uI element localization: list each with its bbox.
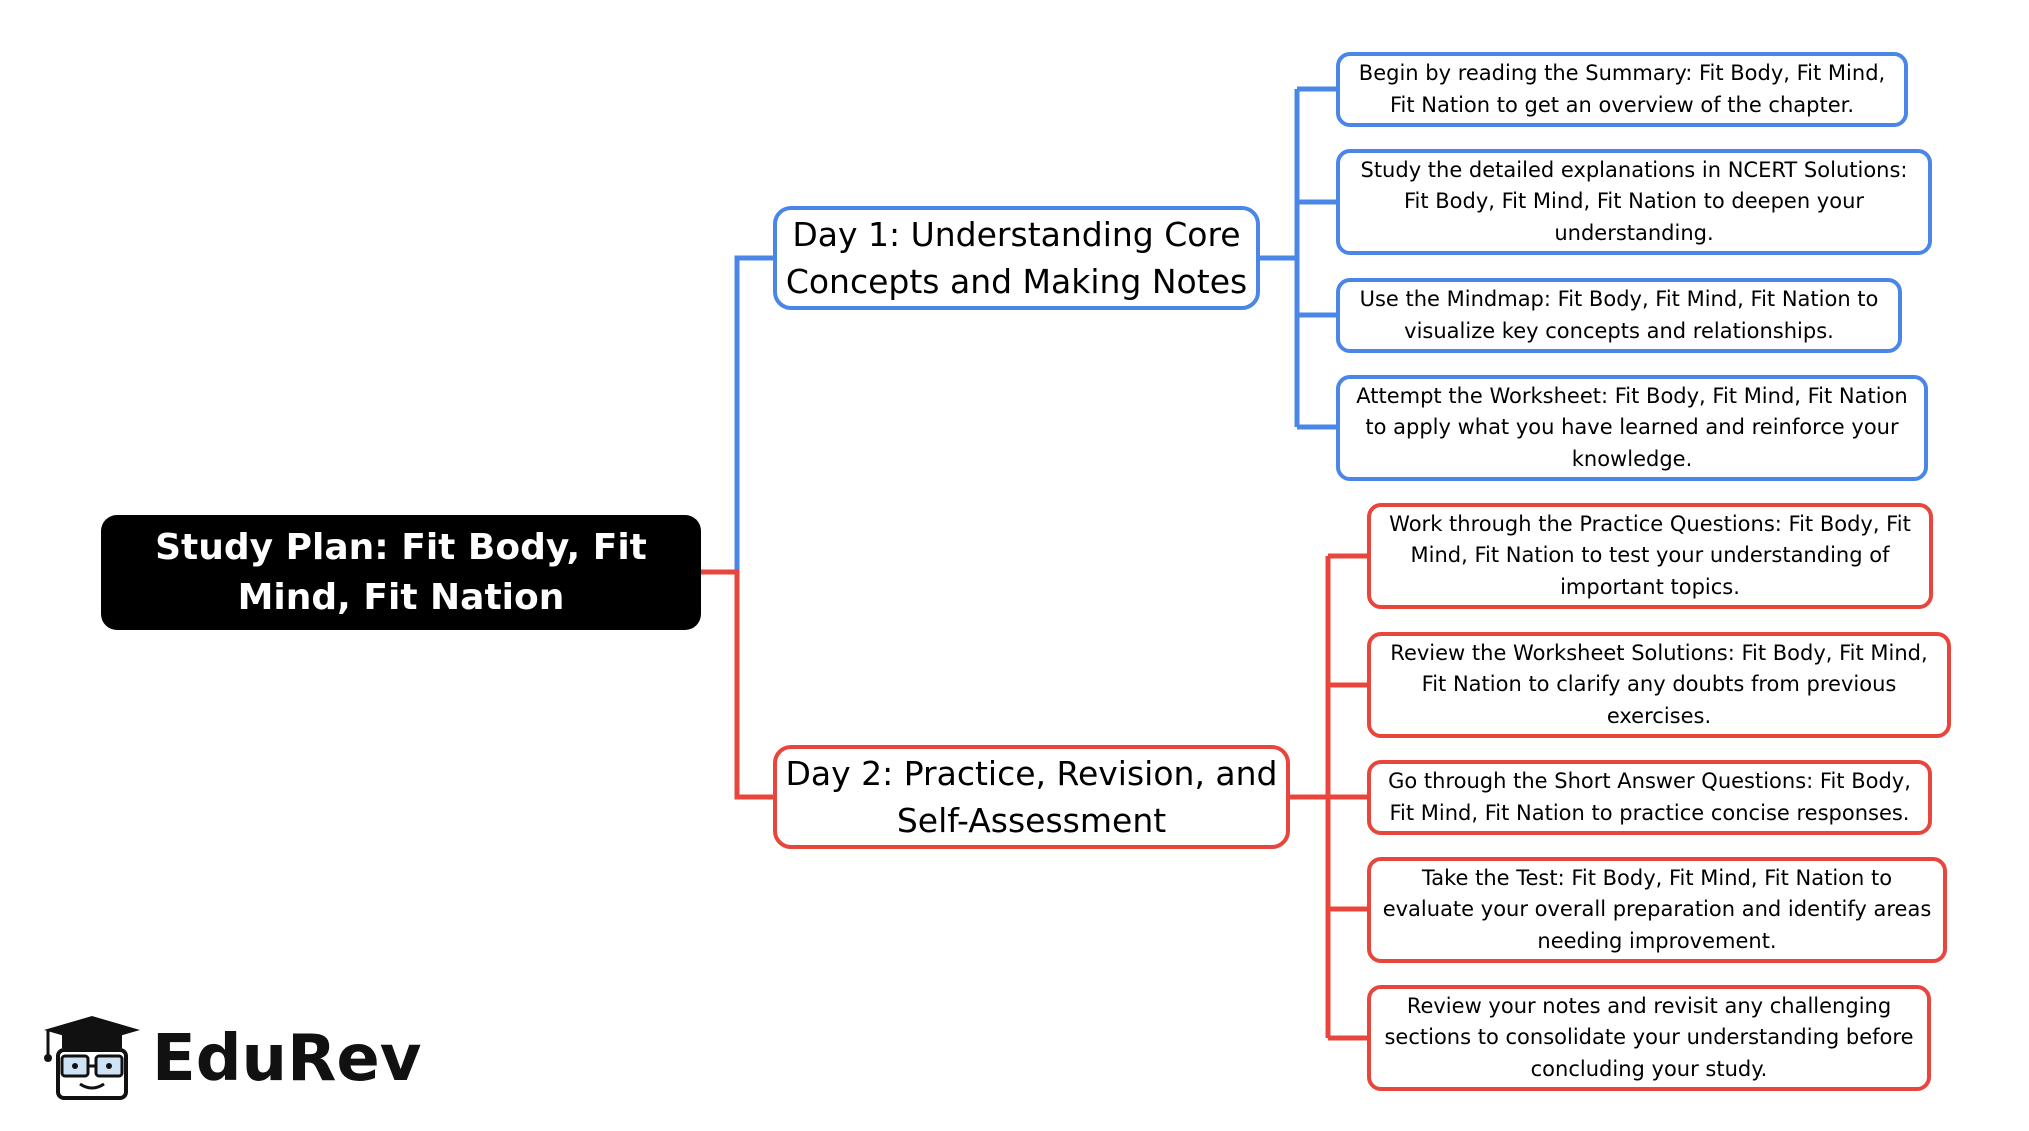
connector-root-day2	[701, 569, 773, 800]
day2-item-2: Review the Worksheet Solutions: Fit Body…	[1367, 632, 1951, 738]
connector-root-day1	[701, 255, 773, 575]
day2-item-1-text: Work through the Practice Questions: Fit…	[1389, 511, 1911, 599]
day1-node: Day 1: Understanding Core Concepts and M…	[773, 206, 1260, 310]
day2-item-1: Work through the Practice Questions: Fit…	[1367, 503, 1933, 609]
day2-item-4: Take the Test: Fit Body, Fit Mind, Fit N…	[1367, 857, 1947, 963]
day2-item-3-text: Go through the Short Answer Questions: F…	[1388, 769, 1911, 825]
day1-item-4: Attempt the Worksheet: Fit Body, Fit Min…	[1336, 375, 1928, 481]
graduation-cap-mascot-icon	[40, 1012, 144, 1106]
day1-item-1: Begin by reading the Summary: Fit Body, …	[1336, 52, 1908, 127]
root-title: Study Plan: Fit Body, Fit Mind, Fit Nati…	[155, 526, 647, 618]
root-node: Study Plan: Fit Body, Fit Mind, Fit Nati…	[101, 515, 701, 630]
day1-item-4-text: Attempt the Worksheet: Fit Body, Fit Min…	[1356, 383, 1908, 471]
day1-item-3: Use the Mindmap: Fit Body, Fit Mind, Fit…	[1336, 278, 1902, 353]
day2-item-5-text: Review your notes and revisit any challe…	[1384, 993, 1914, 1081]
day1-item-1-text: Begin by reading the Summary: Fit Body, …	[1358, 61, 1886, 117]
day2-item-3: Go through the Short Answer Questions: F…	[1367, 760, 1932, 835]
day1-item-2: Study the detailed explanations in NCERT…	[1336, 149, 1932, 255]
day2-node: Day 2: Practice, Revision, and Self-Asse…	[773, 745, 1290, 849]
day2-item-2-text: Review the Worksheet Solutions: Fit Body…	[1390, 640, 1928, 728]
day2-item-5: Review your notes and revisit any challe…	[1367, 985, 1931, 1091]
logo-text: EduRev	[152, 1022, 422, 1096]
day2-label: Day 2: Practice, Revision, and Self-Asse…	[785, 754, 1278, 840]
day1-label: Day 1: Understanding Core Concepts and M…	[785, 215, 1248, 301]
edurev-logo: EduRev	[40, 1012, 422, 1106]
day2-item-4-text: Take the Test: Fit Body, Fit Mind, Fit N…	[1382, 865, 1932, 953]
day1-item-2-text: Study the detailed explanations in NCERT…	[1360, 157, 1908, 245]
day1-item-3-text: Use the Mindmap: Fit Body, Fit Mind, Fit…	[1359, 287, 1879, 343]
